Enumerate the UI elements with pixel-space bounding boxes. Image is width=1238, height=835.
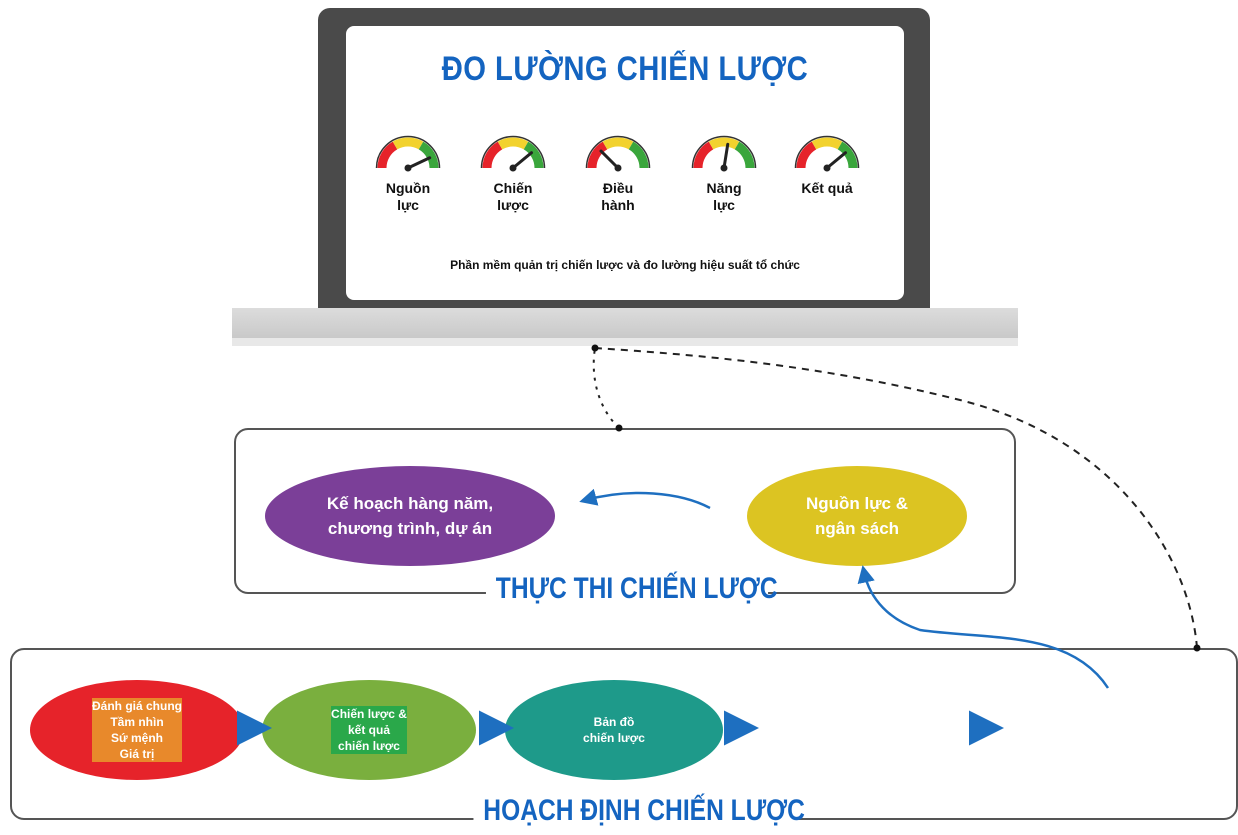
gauge-segment <box>811 137 843 150</box>
gauge-segment <box>734 141 755 169</box>
screen-subtitle: Phần mềm quản trị chiến lược và đo lường… <box>450 258 800 272</box>
gauge-segment <box>693 141 714 169</box>
planning-step-4: Đo lường & chỉ tiêu <box>750 680 968 780</box>
gauge-hub <box>614 164 622 172</box>
gauge-rim <box>794 135 860 169</box>
gauge-rim <box>375 135 441 169</box>
gauge-label: Điều hành <box>601 180 635 213</box>
link-dot <box>615 424 623 432</box>
resources-node: Nguồn lực & ngân sách <box>747 466 967 566</box>
gauge-hub <box>404 164 412 172</box>
gauge-label: Nguồn lực <box>385 180 431 213</box>
gauge-icon <box>691 135 757 172</box>
gauge-segment <box>628 141 649 169</box>
gauge-needle <box>722 142 730 170</box>
planning-step-label: Chiến lược & kết quả chiến lược <box>331 706 407 754</box>
planning-title: HOẠCH ĐỊNH CHIẾN LƯỢC <box>473 794 805 828</box>
planning-step-label: Bản đồ chiến lược <box>583 715 645 745</box>
annual-plan-node: Kế hoạch hàng năm, chương trình, dự án <box>265 466 555 566</box>
gauge-1: Nguồn lực <box>373 130 443 214</box>
screen-title: ĐO LƯỜNG CHIẾN LƯỢC <box>441 50 809 88</box>
gauge-hub <box>720 164 728 172</box>
gauge-segment <box>377 141 398 169</box>
gauge-5: Kết quả <box>792 130 862 197</box>
gauge-icon <box>585 135 651 172</box>
gauge-icon <box>480 135 546 172</box>
gauge-segment <box>523 141 544 169</box>
planning-step-2: Chiến lược & kết quả chiến lược <box>262 680 476 780</box>
annual-plan-label: Kế hoạch hàng năm, chương trình, dự án <box>326 494 494 538</box>
gauge-rim <box>480 135 546 169</box>
gauge-3: Điều hành <box>583 130 653 214</box>
gauge-segment <box>418 141 439 169</box>
gauge-hub <box>823 164 831 172</box>
resources-to-plan-arrow <box>579 488 711 510</box>
gauge-segment <box>497 137 529 150</box>
gauge-needle <box>599 149 620 170</box>
planning-step-3: Bản đồ chiến lược <box>505 680 723 780</box>
gauge-segment <box>796 141 817 169</box>
planning-step-5: Giải pháp chiến lược <box>995 680 1213 780</box>
gauge-segment <box>708 137 740 150</box>
laptop-base-shadow <box>232 338 1018 346</box>
planning-step-1: Đánh giá chung Tầm nhìn Sứ mệnh Giá trị <box>30 680 244 780</box>
solutions-to-resources-arrow <box>857 565 1110 689</box>
gauge-segment <box>392 137 424 150</box>
gauge-4: Năng lực <box>689 130 759 214</box>
planning-step-label: Giải pháp chiến lược <box>1073 715 1135 745</box>
link-dot <box>1193 644 1201 652</box>
gauge-hub <box>509 164 517 172</box>
planning-step-label: Đo lường & chỉ tiêu <box>825 715 893 745</box>
planning-to-monitor-link <box>594 347 1198 649</box>
gauge-segment <box>602 137 634 150</box>
link-dot <box>591 344 599 352</box>
resources-label: Nguồn lực & ngân sách <box>805 494 909 538</box>
gauge-needle <box>406 156 432 170</box>
gauge-icon <box>794 135 860 172</box>
gauge-label: Năng lực <box>706 180 742 213</box>
gauge-segment <box>837 141 858 169</box>
execution-to-monitor-link <box>592 347 620 429</box>
gauge-icon <box>375 135 441 172</box>
gauge-segment <box>587 141 608 169</box>
gauge-needle <box>511 151 533 170</box>
gauge-label: Kết quả <box>801 180 853 196</box>
gauge-label: Chiến lược <box>493 180 533 213</box>
gauge-needle <box>825 151 847 170</box>
gauge-rim <box>691 135 757 169</box>
planning-step-label: Đánh giá chung Tầm nhìn Sứ mệnh Giá trị <box>92 698 182 762</box>
gauge-2: Chiến lược <box>478 130 548 214</box>
gauge-rim <box>585 135 651 169</box>
laptop-base <box>232 308 1018 338</box>
execution-title: THỰC THI CHIẾN LƯỢC <box>485 572 778 606</box>
gauge-segment <box>482 141 503 169</box>
